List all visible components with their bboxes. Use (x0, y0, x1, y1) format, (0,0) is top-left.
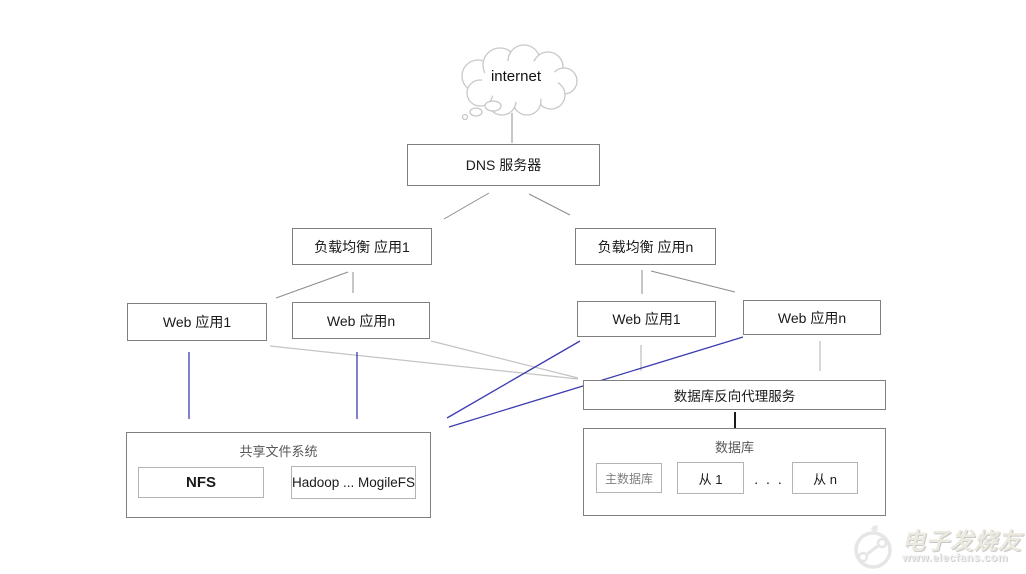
node-load-balancer-1: 负载均衡 应用1 (292, 228, 432, 265)
node-hadoop-mogilefs: Hadoop ... MogileFS (291, 466, 416, 499)
node-slave-db-n: 从 n (792, 462, 858, 494)
shared-fs-label: 共享文件系统 (239, 444, 318, 459)
edge-webr1-sfs (446, 340, 581, 419)
internet-cloud-icon (461, 44, 578, 121)
node-slave-db-1: 从 1 (677, 462, 744, 494)
slave-ellipsis: . . . (749, 469, 789, 489)
group-database: 数据库 主数据库 从 1 . . . 从 n (583, 428, 886, 516)
node-nfs: NFS (138, 467, 264, 498)
edge-lbn-webrn (650, 270, 736, 293)
watermark-brand: 电子发烧友 (902, 528, 1022, 555)
elecfans-logo-icon (854, 525, 892, 569)
edge-lb1-webl1 (275, 271, 349, 299)
node-web-app-right-n: Web 应用n (743, 300, 881, 335)
edge-dns-lb1 (443, 192, 490, 220)
node-web-app-left-n: Web 应用n (292, 302, 430, 339)
edge-webln-proxy (430, 340, 579, 379)
edge-dns-lbn (528, 193, 571, 216)
edge-webl1-proxy (269, 345, 579, 380)
internet-label: internet (490, 68, 542, 85)
node-load-balancer-n: 负载均衡 应用n (575, 228, 716, 265)
node-web-app-right-1: Web 应用1 (577, 301, 716, 337)
node-master-db: 主数据库 (596, 463, 662, 493)
group-shared-file-system: 共享文件系统 NFS Hadoop ... MogileFS (126, 432, 431, 518)
database-label: 数据库 (714, 440, 754, 455)
node-db-reverse-proxy: 数据库反向代理服务 (583, 380, 886, 410)
watermark: 电子发烧友 www.elecfans.com (850, 524, 1022, 570)
watermark-url: www.elecfans.com (902, 552, 1009, 565)
node-dns-server: DNS 服务器 (407, 144, 600, 186)
node-web-app-left-1: Web 应用1 (127, 303, 267, 341)
